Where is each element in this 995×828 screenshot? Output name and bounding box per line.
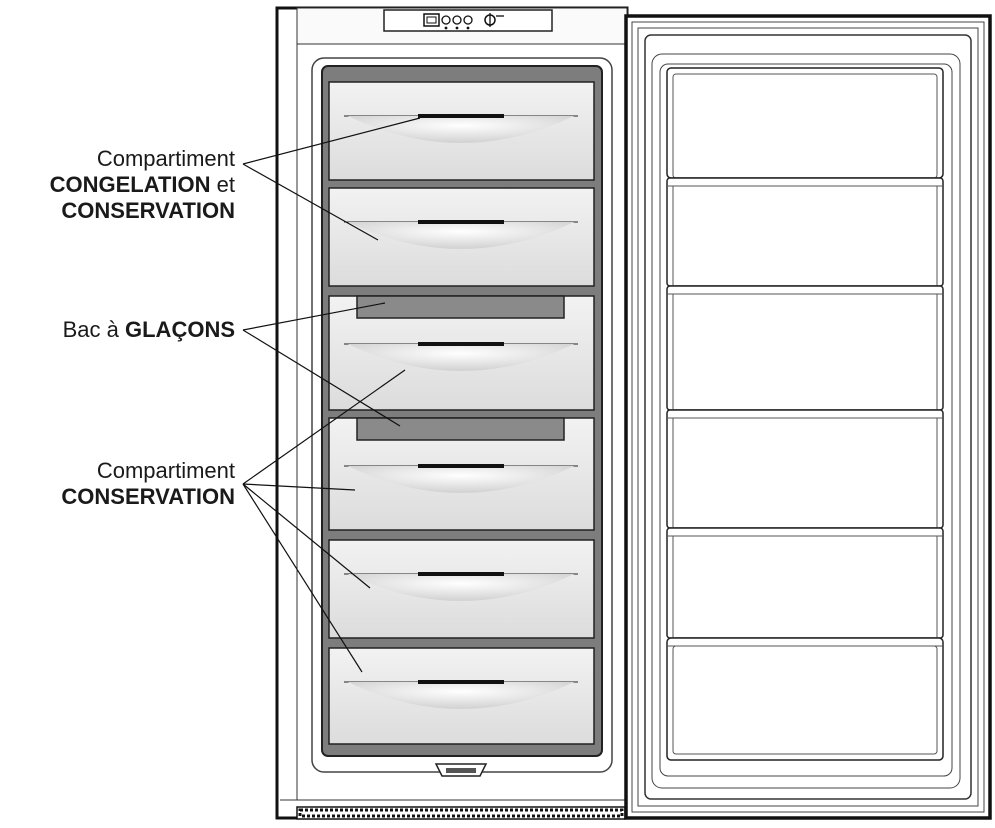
- ventilation-grille: [296, 806, 626, 820]
- drawer[interactable]: [328, 647, 595, 745]
- drawer[interactable]: [328, 417, 595, 531]
- drawer-handle: [418, 680, 504, 684]
- leader-line: [242, 483, 371, 589]
- label-line: Compartiment: [96, 458, 235, 483]
- drawer-stack: [328, 81, 595, 745]
- control-knob-icon: [441, 15, 451, 25]
- bottom-latch: [434, 763, 488, 777]
- door-shelf: [666, 177, 944, 287]
- drawer[interactable]: [328, 81, 595, 181]
- label-bold: GLAÇONS: [125, 317, 235, 342]
- label-line: Compartiment: [96, 146, 235, 171]
- ice-tray: [356, 417, 565, 441]
- label-ice-tray: Bac à GLAÇONS: [63, 317, 235, 343]
- door-shelves: [666, 67, 944, 761]
- drawer[interactable]: [328, 539, 595, 639]
- drawer-handle: [418, 114, 504, 118]
- label-freezer-compartment: Compartiment CONGELATION et CONSERVATION: [50, 146, 235, 224]
- door-shelf: [666, 409, 944, 529]
- ice-tray: [356, 295, 565, 319]
- label-storage-compartment: Compartiment CONSERVATION: [61, 458, 235, 510]
- drawer-handle: [418, 464, 504, 468]
- leader-line: [242, 302, 386, 331]
- drawer-handle: [418, 342, 504, 346]
- label-suffix: et: [210, 172, 235, 197]
- drawer[interactable]: [328, 295, 595, 411]
- leader-line: [242, 483, 356, 491]
- door-shelf: [666, 285, 944, 411]
- label-bold: CONSERVATION: [61, 484, 235, 509]
- label-line: CONSERVATION: [50, 198, 235, 224]
- leader-line: [242, 483, 363, 673]
- drawer[interactable]: [328, 187, 595, 287]
- label-prefix: Bac à: [62, 317, 125, 342]
- label-line: CONSERVATION: [61, 484, 235, 510]
- leader-lines: [242, 117, 421, 673]
- leader-line: [242, 369, 406, 485]
- door-shelf: [666, 637, 944, 761]
- leader-line: [242, 163, 379, 241]
- label-bold: CONSERVATION: [61, 198, 235, 223]
- control-panel: [383, 9, 553, 32]
- label-bold: CONGELATION: [49, 172, 211, 197]
- leader-line: [242, 117, 421, 165]
- door-shelf: [666, 527, 944, 639]
- label-line: CONGELATION et: [50, 172, 235, 198]
- drawer-handle: [418, 572, 504, 576]
- leader-line: [242, 329, 401, 427]
- door-shelf: [666, 67, 944, 179]
- control-knob-icon: [463, 15, 473, 25]
- control-knob-icon: [452, 15, 462, 25]
- drawer-handle: [418, 220, 504, 224]
